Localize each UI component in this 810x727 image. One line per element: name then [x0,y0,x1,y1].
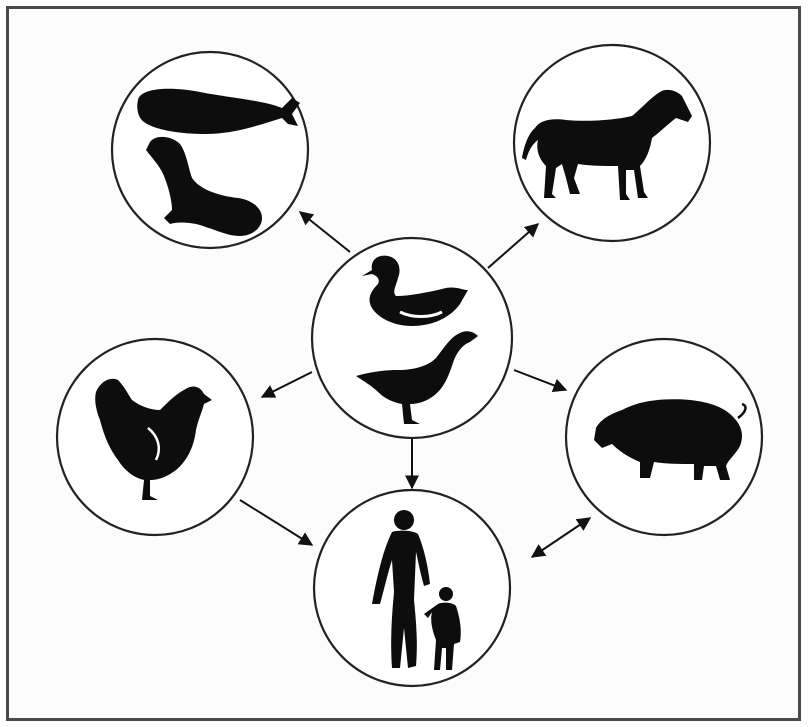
node-chicken [57,339,253,535]
arrow-waterfowl-to-marine-mammals [300,212,350,252]
arrow-chicken-to-humans [240,500,312,545]
arrow-waterfowl-to-horse [488,224,538,268]
arrow-waterfowl-to-chicken [262,372,312,397]
arrow-pig-humans-bidirectional [532,518,590,557]
node-marine-mammals [112,52,308,248]
node-pig [566,339,762,535]
arrow-waterfowl-to-pig [514,370,566,390]
node-humans [314,490,510,686]
node-waterfowl [312,238,512,438]
node-horse [514,45,710,241]
